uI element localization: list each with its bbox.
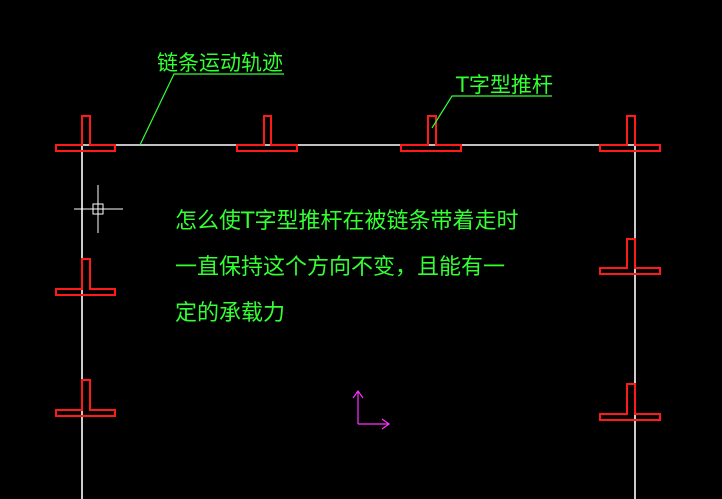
push-rod-leader — [431, 95, 552, 129]
t-push-rod-top-3 — [400, 115, 462, 152]
t-push-rod-top-2 — [236, 115, 298, 152]
t-push-rod-top-1 — [55, 115, 116, 152]
t-push-rod-right-1 — [599, 238, 661, 275]
t-push-rod-left-1 — [55, 258, 116, 296]
t-push-rod-left-2 — [55, 379, 116, 417]
t-push-rod-top-4 — [599, 115, 661, 152]
question-line-1: 怎么使T字型推杆在被链条带着走时 — [175, 209, 518, 234]
t-push-rod-label: T字型推杆 — [455, 73, 553, 97]
t-push-rods — [55, 115, 661, 421]
question-line-2: 一直保持这个方向不变，且能有一 — [175, 255, 505, 280]
ucs-axis-icon — [352, 389, 391, 430]
crosshair-cursor-icon — [74, 185, 123, 233]
question-line-3: 定的承载力 — [175, 301, 285, 326]
question-text: 怎么使T字型推杆在被链条带着走时 一直保持这个方向不变，且能有一 定的承载力 — [175, 209, 518, 326]
t-push-rod-right-2 — [599, 383, 661, 421]
chain-track-leader — [139, 73, 284, 146]
label-leaders — [139, 73, 552, 146]
chain-track-label: 链条运动轨迹 — [157, 51, 283, 75]
chain-track — [56, 144, 660, 499]
